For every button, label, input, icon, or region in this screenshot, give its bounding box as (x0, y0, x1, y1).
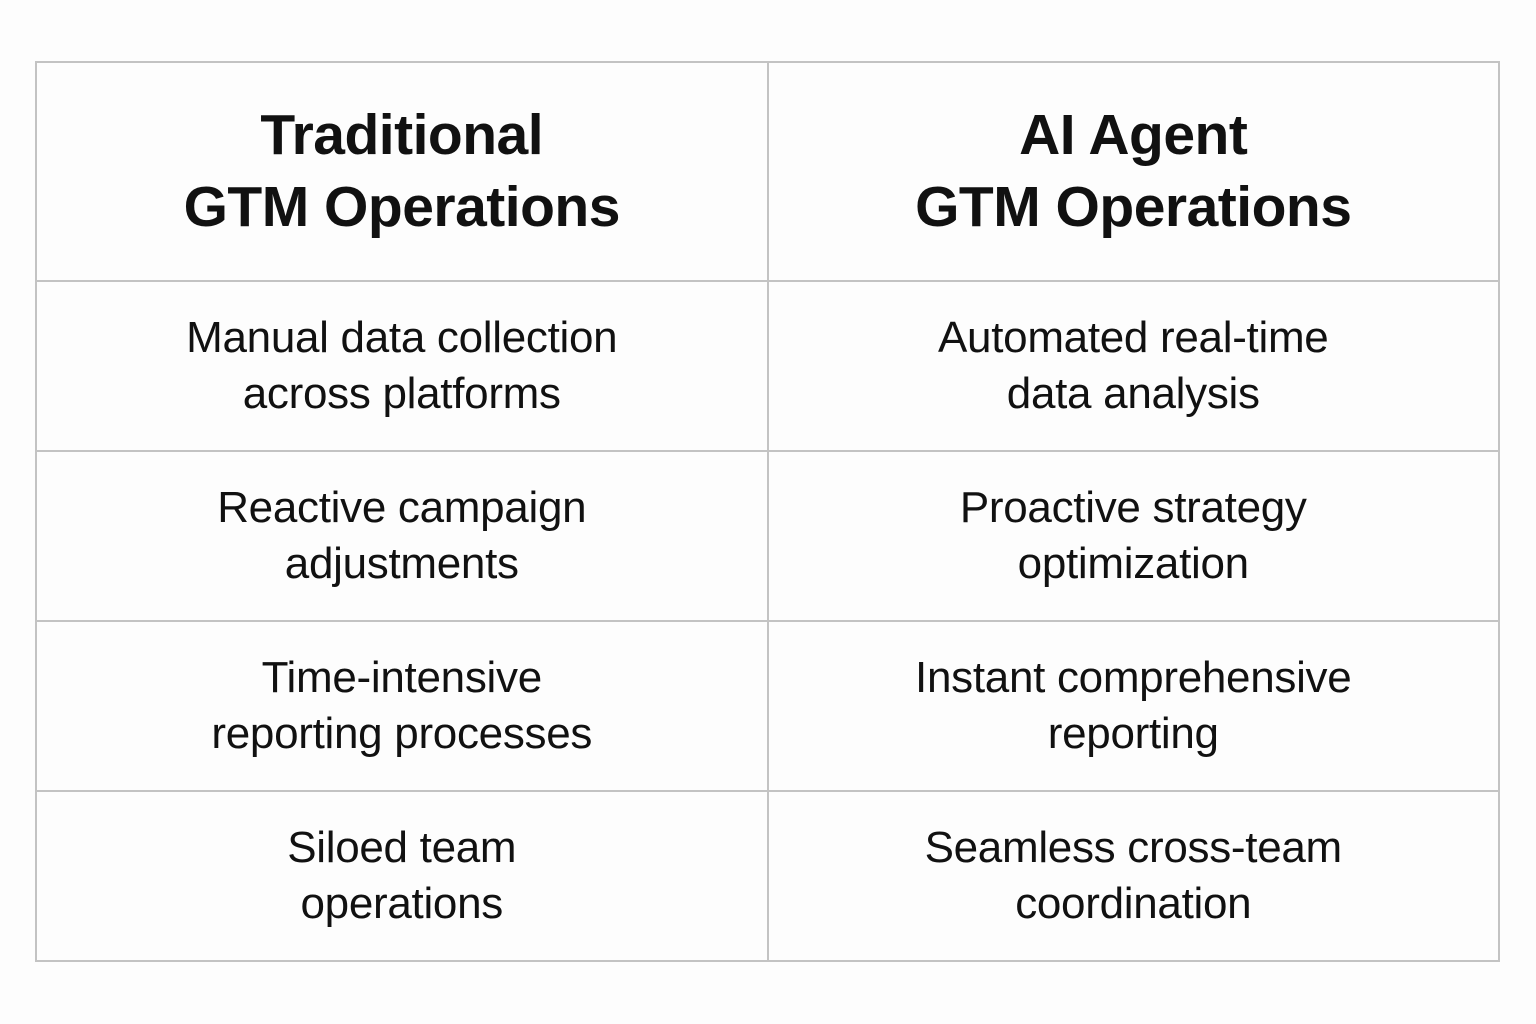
header-cell-traditional: Traditional GTM Operations (35, 61, 769, 282)
cell-ai-agent-3: Instant comprehensive reporting (766, 620, 1500, 792)
table-header: Traditional GTM Operations AI Agent GTM … (35, 61, 1500, 282)
cell-ai-agent-2: Proactive strategy optimization (766, 450, 1500, 622)
cell-traditional-4: Siloed team operations (35, 790, 769, 962)
cell-traditional-1: Manual data collection across platforms (35, 280, 769, 452)
cell-traditional-3: Time-intensive reporting processes (35, 620, 769, 792)
cell-ai-agent-1: Automated real-time data analysis (766, 280, 1500, 452)
table-row: Time-intensive reporting processes Insta… (35, 620, 1500, 792)
cell-traditional-2: Reactive campaign adjustments (35, 450, 769, 622)
table-body: Manual data collection across platforms … (35, 280, 1500, 962)
cell-ai-agent-4: Seamless cross-team coordination (766, 790, 1500, 962)
comparison-table: Traditional GTM Operations AI Agent GTM … (35, 61, 1500, 962)
header-row: Traditional GTM Operations AI Agent GTM … (35, 61, 1500, 282)
header-cell-ai-agent: AI Agent GTM Operations (766, 61, 1500, 282)
table-row: Reactive campaign adjustments Proactive … (35, 450, 1500, 622)
table-row: Siloed team operations Seamless cross-te… (35, 790, 1500, 962)
table-row: Manual data collection across platforms … (35, 280, 1500, 452)
